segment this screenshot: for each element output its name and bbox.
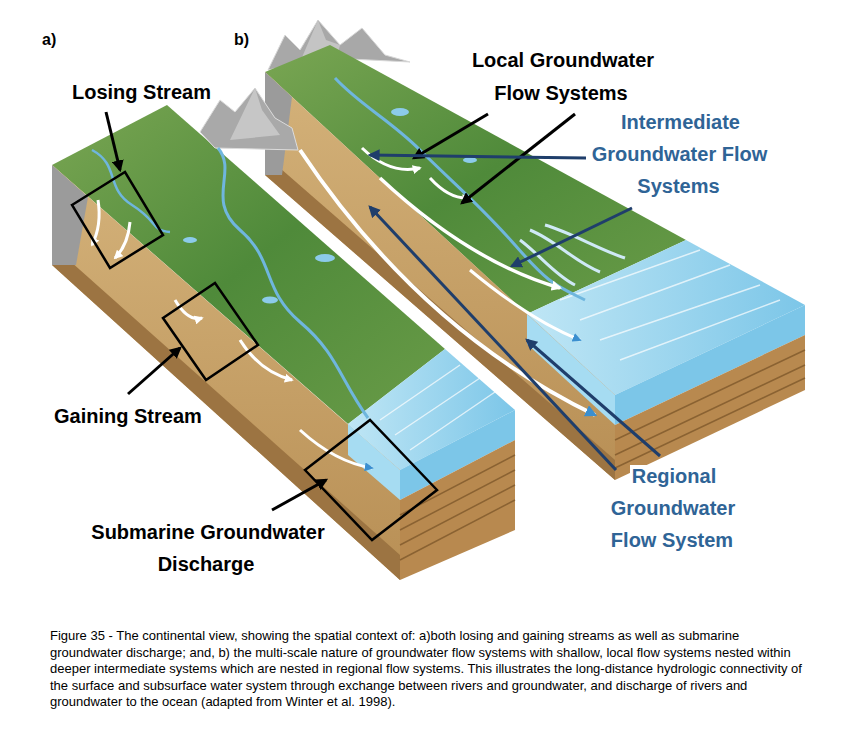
callout-label: Losing Stream — [70, 81, 213, 103]
callout-label-box: Losing Stream — [70, 76, 250, 108]
figure-caption: Figure 35 - The continental view, showin… — [50, 628, 802, 709]
callout-label: Submarine Groundwater Discharge — [89, 521, 324, 575]
callout-label-box: Submarine Groundwater Discharge — [62, 516, 352, 580]
panel-letter-box: b) — [232, 30, 272, 50]
panel-letter: a) — [40, 31, 58, 48]
callout-label: Intermediate Groundwater Flow Systems — [592, 111, 768, 197]
callout-label-box: Regional Groundwater Flow System — [598, 460, 748, 556]
leader-arrows — [106, 112, 660, 510]
callout-label: Local Groundwater Flow Systems — [470, 49, 654, 104]
callout-label-box: Intermediate Groundwater Flow Systems — [572, 106, 787, 202]
callout-label: Gaining Stream — [52, 405, 204, 427]
panel-a-block — [52, 88, 515, 580]
callout-label: Regional Groundwater Flow System — [611, 465, 735, 551]
callout-label-box: Gaining Stream — [52, 400, 237, 432]
panel-letter: b) — [232, 31, 251, 48]
panel-letter-box: a) — [40, 30, 80, 50]
figure-caption-box: Figure 35 - The continental view, showin… — [50, 628, 805, 711]
callout-label-box: Local Groundwater Flow Systems — [452, 44, 672, 110]
